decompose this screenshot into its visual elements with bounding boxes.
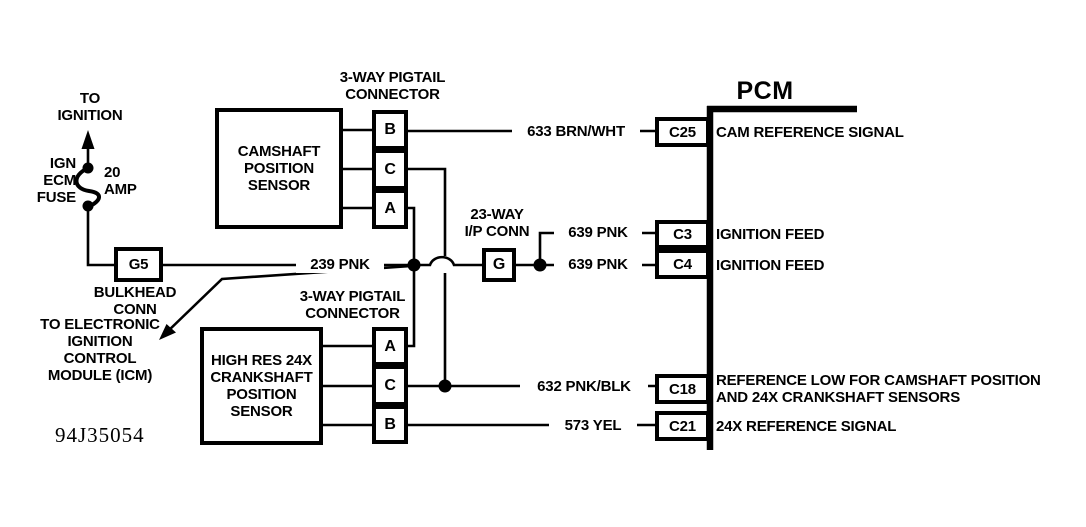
cam-connector-pin-b: B xyxy=(372,110,408,150)
pcm-pin-c4: C4 xyxy=(655,249,710,279)
wire-label-633-brn-wht: 633 BRN/WHT xyxy=(512,123,640,140)
ip-connector-pin-g: G xyxy=(482,248,516,282)
pcm-pin-c25: C25 xyxy=(655,117,710,147)
pcm-pin-c21: C21 xyxy=(655,411,710,441)
cam-connector-pin-a: A xyxy=(372,189,408,229)
crank-connector-pin-c: C xyxy=(372,365,408,406)
cam-connector-pin-c: C xyxy=(372,149,408,190)
to-icm-label: TO ELECTRONIC IGNITION CONTROL MODULE (I… xyxy=(40,316,160,384)
pcm-pin-c18-function: REFERENCE LOW FOR CAMSHAFT POSITION AND … xyxy=(716,372,1041,406)
wire-label-639-pnk-c4: 639 PNK xyxy=(554,256,642,273)
wire-label-573-yel: 573 YEL xyxy=(549,417,637,434)
pcm-pin-c3: C3 xyxy=(655,220,710,249)
pcm-pin-c18: C18 xyxy=(655,374,710,404)
fuse-name-label: IGN ECM FUSE xyxy=(36,155,76,206)
to-ignition-label: TO IGNITION xyxy=(57,90,123,124)
pcm-pin-c25-function: CAM REFERENCE SIGNAL xyxy=(716,124,904,141)
wire-a-pins xyxy=(408,206,416,348)
wire-crank-stubs xyxy=(323,344,372,427)
junction-dot-632 xyxy=(438,379,452,393)
fuse-icon xyxy=(74,162,101,212)
wire-label-639-pnk-c3: 639 PNK xyxy=(554,224,642,241)
fuse-rating-label: 20 AMP xyxy=(104,164,137,198)
diagram-id: 94J35054 xyxy=(55,423,145,447)
wire-239-pnk xyxy=(163,255,482,267)
ip-connector-label: 23-WAY I/P CONN xyxy=(464,206,530,240)
junction-dot-239 xyxy=(407,258,421,272)
cam-pigtail-label: 3-WAY PIGTAIL CONNECTOR xyxy=(339,69,446,103)
junction-dot-639 xyxy=(533,258,547,272)
wire-label-239-pnk: 239 PNK xyxy=(296,256,384,273)
crank-connector-pin-b: B xyxy=(372,405,408,444)
bulkhead-connector-label: BULKHEAD CONN xyxy=(93,284,177,318)
wire-fuse-to-g5 xyxy=(86,207,114,267)
camshaft-sensor-box: CAMSHAFT POSITION SENSOR xyxy=(215,108,343,229)
pcm-bus-lines xyxy=(706,105,857,450)
pcm-title: PCM xyxy=(736,77,794,105)
crank-connector-pin-a: A xyxy=(372,327,408,366)
wire-ref-low-vertical xyxy=(408,167,447,386)
crank-pigtail-label: 3-WAY PIGTAIL CONNECTOR xyxy=(299,288,406,322)
ignition-arrow-icon xyxy=(81,130,95,149)
icm-arrowhead-icon xyxy=(159,324,176,340)
wire-label-632-pnk-blk: 632 PNK/BLK xyxy=(520,378,648,395)
bulkhead-connector-pin: G5 xyxy=(114,247,163,282)
crankshaft-sensor-box: HIGH RES 24X CRANKSHAFT POSITION SENSOR xyxy=(200,327,323,445)
pcm-pin-c4-function: IGNITION FEED xyxy=(716,257,825,274)
pcm-pin-c3-function: IGNITION FEED xyxy=(716,226,825,243)
wire-cam-stubs xyxy=(343,128,372,210)
pcm-pin-c21-function: 24X REFERENCE SIGNAL xyxy=(716,418,897,435)
